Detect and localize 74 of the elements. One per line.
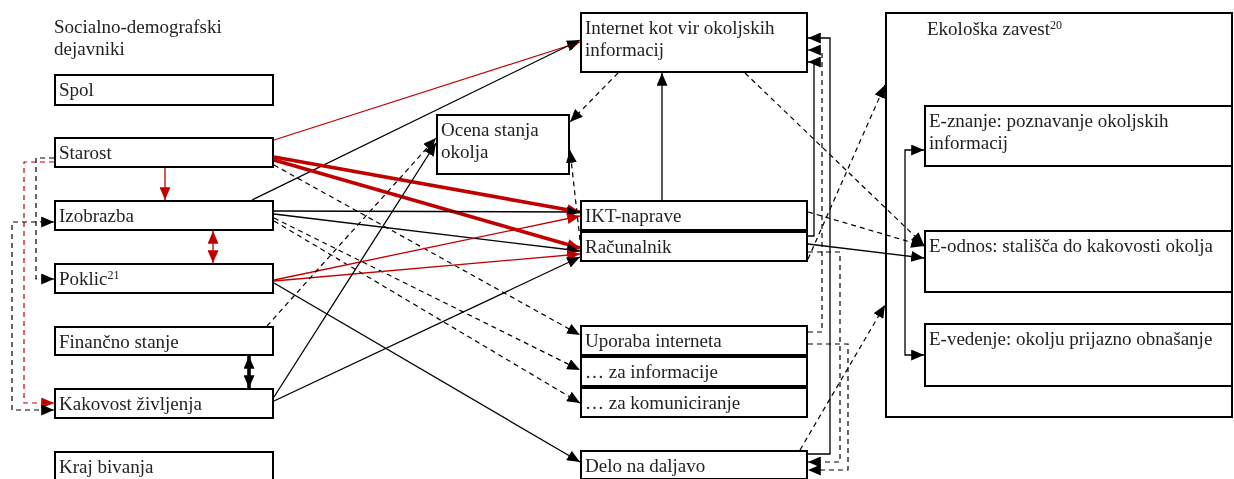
node-label: E-odnos: stališča do kakovosti okolja (929, 235, 1214, 257)
concept-box (924, 105, 1233, 167)
concept-box (924, 323, 1233, 387)
arrow (273, 206, 581, 218)
concept-box (924, 230, 1233, 293)
arrow (266, 137, 437, 327)
arrow (904, 144, 925, 361)
concept-box (54, 451, 274, 479)
concept-box (54, 326, 274, 356)
concept-box (54, 263, 274, 294)
node-label: Finančno stanje (59, 331, 180, 353)
arrow (569, 72, 619, 123)
arrow (807, 251, 841, 468)
arrow (807, 343, 849, 476)
node-label: Internet kot vir okoljskih informacij (585, 17, 776, 61)
arrow (273, 217, 581, 371)
arrow (565, 149, 581, 241)
node-label: Poklic$^{21}$ (59, 268, 121, 290)
node-label: E-vedenje: okolju prijazno obnašanje (929, 328, 1214, 350)
arrow (273, 158, 581, 250)
concept-box (54, 74, 274, 106)
arrow (273, 256, 581, 402)
node-label: … za komuniciranje (585, 392, 742, 414)
arrow (807, 243, 925, 262)
arrow (207, 230, 219, 264)
arrow (23, 161, 55, 409)
arrow (159, 167, 171, 201)
group-heading: Socialno-demografski dejavniki (54, 16, 223, 60)
node-label: Delo na daljavo (585, 455, 707, 477)
concept-box (580, 231, 808, 262)
arrow (251, 39, 581, 201)
arrow (273, 220, 581, 404)
arrow (273, 164, 581, 336)
arrow (744, 72, 925, 246)
concept-box (580, 356, 808, 387)
arrow (273, 155, 581, 216)
arrow (11, 216, 55, 416)
concept-box (580, 450, 808, 479)
concept-box (436, 114, 570, 175)
group-title: Ekološka zavest$^{20}$ (927, 18, 1063, 40)
concept-box (580, 12, 808, 73)
arrow (656, 72, 668, 201)
group-box (885, 12, 1233, 418)
concept-box (54, 388, 274, 419)
node-label: Računalnik (585, 236, 673, 258)
arrow (807, 56, 821, 237)
node-label: E-znanje: poznavanje okoljskih informacij (929, 110, 1170, 154)
concept-box (580, 387, 808, 418)
arrow (807, 32, 831, 455)
arrow (273, 213, 581, 255)
arrow (807, 44, 823, 333)
node-label: Starost (59, 142, 113, 164)
arrow (273, 40, 581, 141)
arrow (799, 304, 886, 451)
node-label: Kakovost življenja (59, 393, 203, 415)
arrow (35, 157, 55, 285)
node-label: Izobrazba (59, 205, 135, 227)
node-label: IKT-naprave (585, 205, 683, 227)
arrow (243, 356, 255, 388)
node-label: Spol (59, 79, 95, 101)
arrow (273, 142, 437, 398)
arrow (807, 211, 925, 248)
concept-box (54, 200, 274, 231)
node-label: … za informacije (585, 361, 719, 383)
concept-box (54, 137, 274, 168)
arrow (273, 249, 581, 282)
arrow (273, 213, 581, 281)
concept-box (580, 200, 808, 231)
node-label: Kraj bivanja (59, 456, 155, 478)
concept-box (580, 325, 808, 356)
node-label: Ocena stanja okolja (441, 119, 540, 163)
node-label: Uporaba interneta (585, 330, 723, 352)
arrow (807, 84, 886, 260)
arrow (273, 282, 581, 463)
